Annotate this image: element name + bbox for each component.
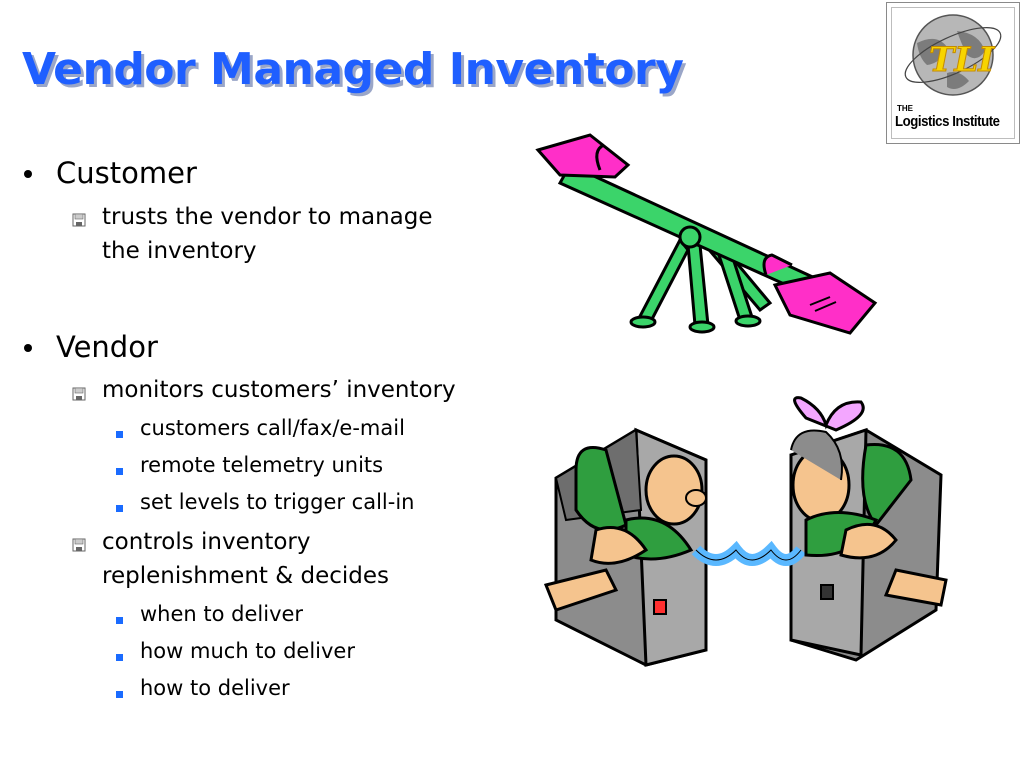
floppy-bullet-icon bbox=[72, 213, 86, 227]
bullet-dot bbox=[24, 170, 32, 178]
square-bullet bbox=[116, 431, 123, 438]
logo-name: Logistics Institute bbox=[895, 113, 1000, 130]
customer-item-line1: trusts the vendor to manage bbox=[102, 204, 433, 230]
sub-item: set levels to trigger call-in bbox=[140, 490, 415, 514]
sub-item: how much to deliver bbox=[140, 639, 355, 663]
square-bullet bbox=[116, 468, 123, 475]
square-bullet bbox=[116, 505, 123, 512]
slide-title: Vendor Managed Inventory bbox=[22, 44, 684, 95]
phone-call-illustration bbox=[543, 396, 948, 667]
floppy-bullet-icon bbox=[72, 538, 86, 552]
customer-item-line2: the inventory bbox=[102, 238, 257, 264]
globe-icon: TLI bbox=[904, 14, 1002, 96]
square-bullet bbox=[116, 617, 123, 624]
bullet-customer: Customer bbox=[56, 156, 197, 190]
logistics-institute-logo: TLI THE Logistics Institute bbox=[886, 2, 1020, 144]
floppy-bullet-icon bbox=[72, 387, 86, 401]
square-bullet bbox=[116, 654, 123, 661]
seesaw-illustration bbox=[535, 133, 878, 335]
logo-the: THE bbox=[897, 104, 913, 113]
svg-text:TLI: TLI bbox=[929, 40, 995, 80]
bullet-dot bbox=[24, 344, 32, 352]
vendor-item-monitors: monitors customers’ inventory bbox=[102, 377, 456, 403]
sub-item: remote telemetry units bbox=[140, 453, 384, 477]
bullet-vendor: Vendor bbox=[56, 330, 158, 364]
sub-item: how to deliver bbox=[140, 676, 290, 700]
vendor-item-controls-line1: controls inventory bbox=[102, 529, 311, 555]
square-bullet bbox=[116, 691, 123, 698]
sub-item: customers call/fax/e-mail bbox=[140, 416, 405, 440]
sub-item: when to deliver bbox=[140, 602, 304, 626]
vendor-item-controls-line2: replenishment & decides bbox=[102, 563, 389, 589]
